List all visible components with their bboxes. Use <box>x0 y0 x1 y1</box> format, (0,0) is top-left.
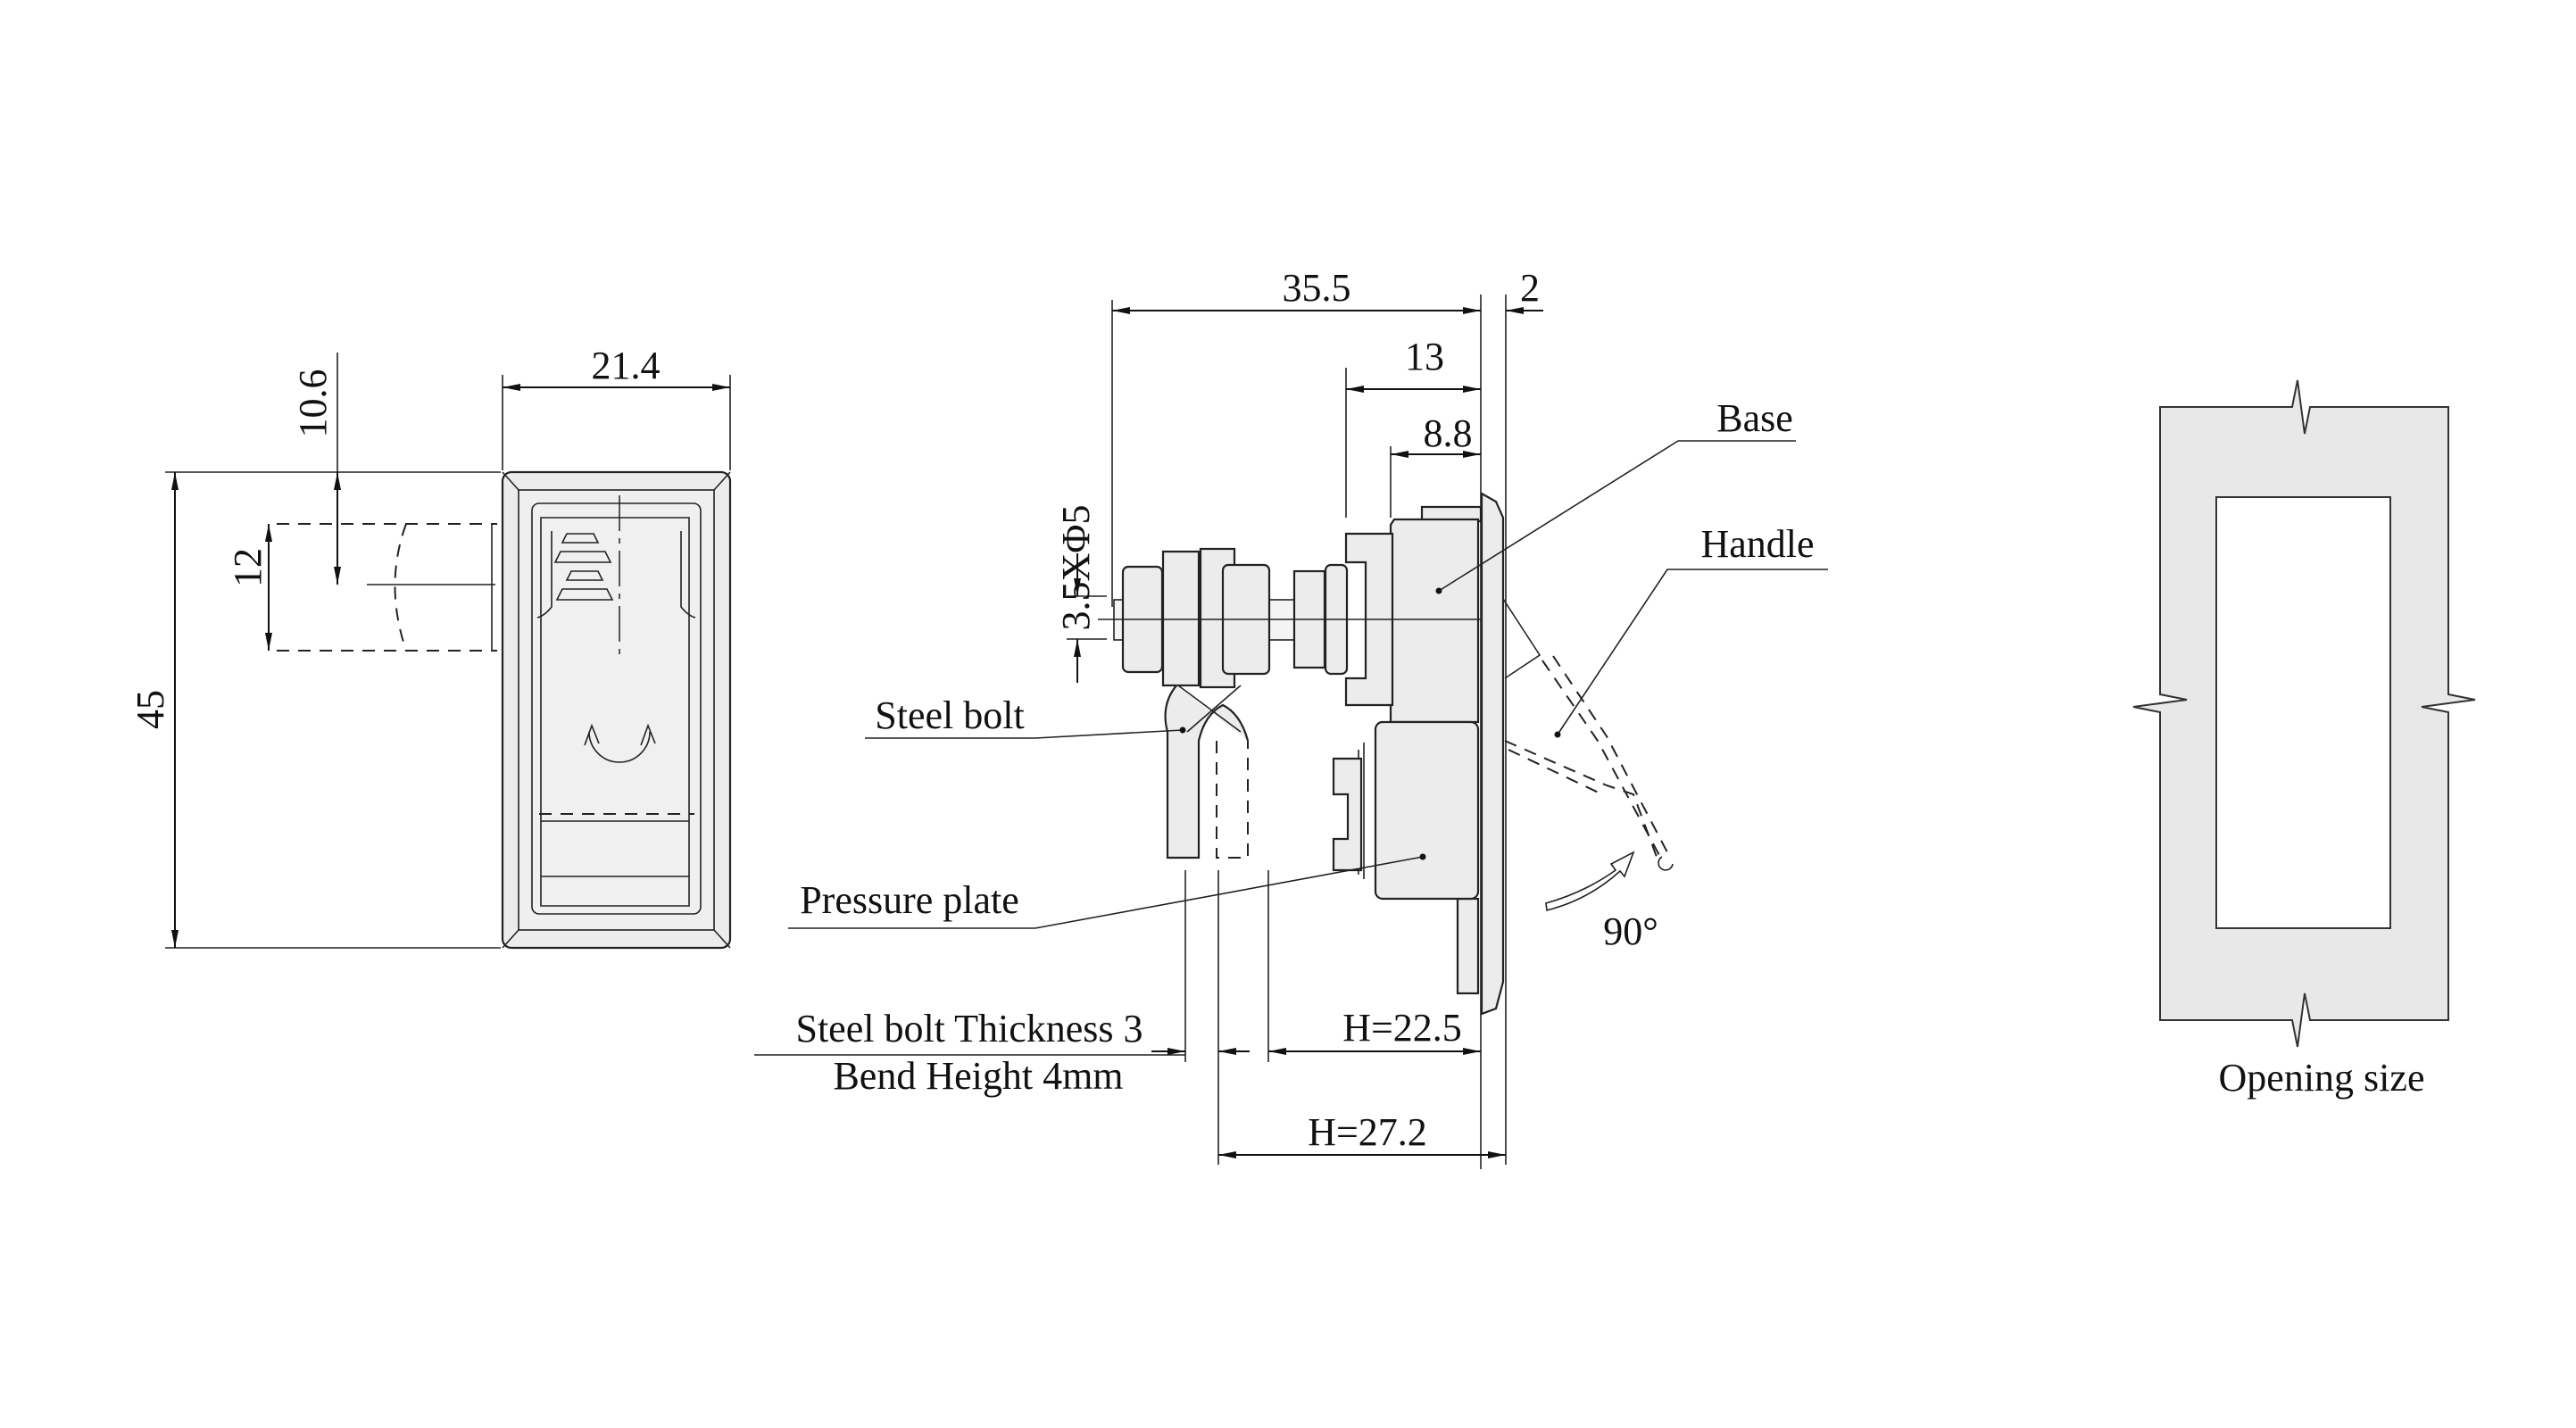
rotation-label: 90° <box>1603 909 1658 953</box>
rotate-arrow-icon <box>588 731 651 763</box>
opening-size-label: Opening size <box>2219 1056 2425 1100</box>
dim-offset-label: 10.6 <box>291 369 335 438</box>
handle-recess <box>531 502 702 915</box>
dim-h1-label: H=22.5 <box>1342 1006 1462 1050</box>
front-view: 21.4 45 10.6 12 <box>129 344 732 950</box>
rotation-arrow-icon <box>1545 851 1635 911</box>
label-pressure-plate: Pressure plate <box>800 878 1019 922</box>
dim-thread-label: 3.5XΦ5 <box>1054 505 1098 631</box>
dim-total-label: 35.5 <box>1283 266 1351 310</box>
note-bend: Bend Height 4mm <box>833 1054 1123 1098</box>
handle-closed <box>1502 598 1541 679</box>
label-handle: Handle <box>1700 522 1814 566</box>
dim-height-label: 45 <box>129 690 172 729</box>
opening-cutout <box>2215 496 2391 929</box>
label-base: Base <box>1716 396 1793 440</box>
dim-width-label: 21.4 <box>592 344 661 387</box>
base-body <box>1389 518 1480 724</box>
label-steel-bolt: Steel bolt <box>875 693 1024 737</box>
dim-h2-label: H=27.2 <box>1308 1110 1427 1154</box>
handle-open <box>1541 655 1668 858</box>
dim-base-label: 8.8 <box>1424 411 1473 455</box>
opening-view: Opening size <box>2132 379 2476 1100</box>
push-arrow-icon <box>553 533 614 601</box>
dim-body-label: 13 <box>1405 335 1444 378</box>
dim-cutout-label: 12 <box>226 548 270 587</box>
pressure-plate <box>1374 720 1480 901</box>
steel-bolt <box>1164 685 1250 859</box>
dim-plate-label: 2 <box>1520 266 1540 310</box>
note-thickness: Steel bolt Thickness 3 <box>795 1007 1143 1050</box>
side-view: 90° 35.5 2 13 8.8 3.5XΦ5 Base Handle Ste… <box>754 266 1828 1169</box>
face-plate <box>1480 492 1505 1016</box>
